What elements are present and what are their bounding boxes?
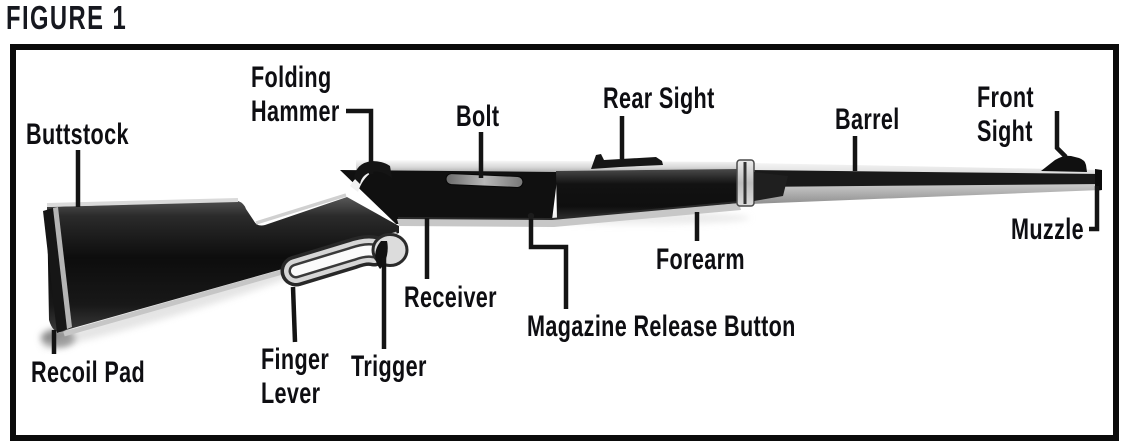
barrel-shape xyxy=(750,163,1102,204)
leader-muzzle xyxy=(1089,186,1100,232)
leader-folding-hammer xyxy=(346,108,374,174)
folding-hammer-shape xyxy=(354,161,392,184)
label-forearm: Forearm xyxy=(656,243,745,276)
rear-sight-shape xyxy=(591,154,663,169)
label-magazine-release-button: Magazine Release Button xyxy=(527,310,796,343)
finger-lever-shape xyxy=(280,234,390,287)
recoil-pad-shape xyxy=(43,207,72,333)
figure-frame xyxy=(10,44,1119,441)
leader-magazine-release xyxy=(528,219,569,309)
muzzle-shape xyxy=(1095,169,1102,191)
label-rear-sight: Rear Sight xyxy=(603,82,715,115)
bolt-shape xyxy=(445,173,524,188)
underside-edge xyxy=(397,201,740,221)
label-receiver: Receiver xyxy=(404,281,497,314)
label-folding-hammer: Folding Hammer xyxy=(251,61,340,128)
buttstock-shape xyxy=(47,197,399,333)
figure-title: FIGURE 1 xyxy=(6,0,128,36)
label-bolt: Bolt xyxy=(456,100,500,133)
leader-lines xyxy=(51,108,1100,354)
magazine-release-button-shape xyxy=(527,212,535,220)
label-front-sight: Front Sight xyxy=(977,81,1034,148)
leader-front-sight xyxy=(1054,111,1068,159)
leader-finger-lever xyxy=(290,286,298,343)
label-muzzle: Muzzle xyxy=(1011,213,1084,246)
label-trigger: Trigger xyxy=(351,350,427,383)
label-buttstock: Buttstock xyxy=(26,118,129,151)
front-sight-shape xyxy=(1041,155,1087,172)
label-finger-lever: Finger Lever xyxy=(261,343,330,410)
label-recoil-pad: Recoil Pad xyxy=(31,356,146,389)
underside-band xyxy=(397,203,741,227)
hammer-notch xyxy=(350,172,372,192)
barrel-band-shape xyxy=(736,159,788,207)
label-barrel: Barrel xyxy=(835,103,900,136)
